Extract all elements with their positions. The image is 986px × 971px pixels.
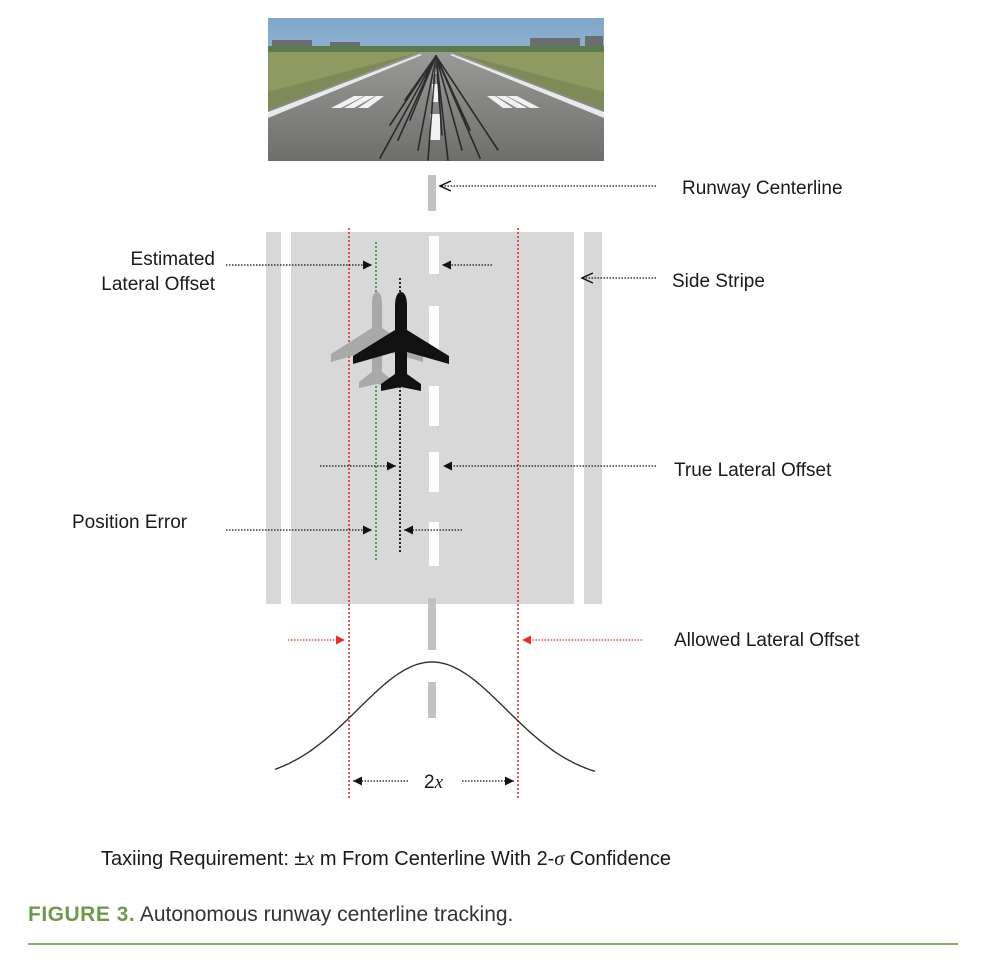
allowed-offset-boundaries xyxy=(348,228,519,800)
runway-schematic xyxy=(266,232,602,604)
side-stripe-right xyxy=(574,232,584,604)
label-allowed-lateral-offset: Allowed Lateral Offset xyxy=(674,630,860,651)
label-position-error: Position Error xyxy=(72,512,188,533)
requirement-suffix: Confidence xyxy=(564,848,671,870)
label-true-lateral-offset: True Lateral Offset xyxy=(674,460,832,481)
label-estimated-line1: Estimated xyxy=(131,249,215,270)
label-side-stripe: Side Stripe xyxy=(672,271,765,292)
figure-caption: FIGURE 3. Autonomous runway centerline t… xyxy=(28,903,513,927)
label-runway-centerline: Runway Centerline xyxy=(682,178,843,199)
centerline-segments-lower xyxy=(428,598,436,718)
runway-photo xyxy=(268,18,604,161)
centerline-dashes xyxy=(429,236,439,566)
requirement-middle: m From Centerline With 2- xyxy=(314,848,555,870)
aircraft-icon xyxy=(353,292,449,391)
confidence-distribution-curve xyxy=(274,661,596,773)
centerline-segment-upper xyxy=(428,175,436,211)
label-estimated-line2: Lateral Offset xyxy=(101,274,215,295)
figure-number: FIGURE 3. xyxy=(28,903,136,926)
figure-caption-text: Autonomous runway centerline tracking. xyxy=(135,903,514,926)
caption-rule xyxy=(28,943,958,945)
leader-arrows xyxy=(226,186,656,786)
requirement-sigma: σ xyxy=(554,848,565,870)
requirement-variable: x xyxy=(305,848,315,870)
side-stripe-left xyxy=(281,232,291,604)
label-2x: 2x xyxy=(424,772,444,793)
estimated-aircraft-shadow xyxy=(331,292,423,388)
requirement-prefix: Taxiing Requirement: ± xyxy=(101,848,306,870)
taxiing-requirement: Taxiing Requirement: ±x m From Centerlin… xyxy=(101,848,671,871)
